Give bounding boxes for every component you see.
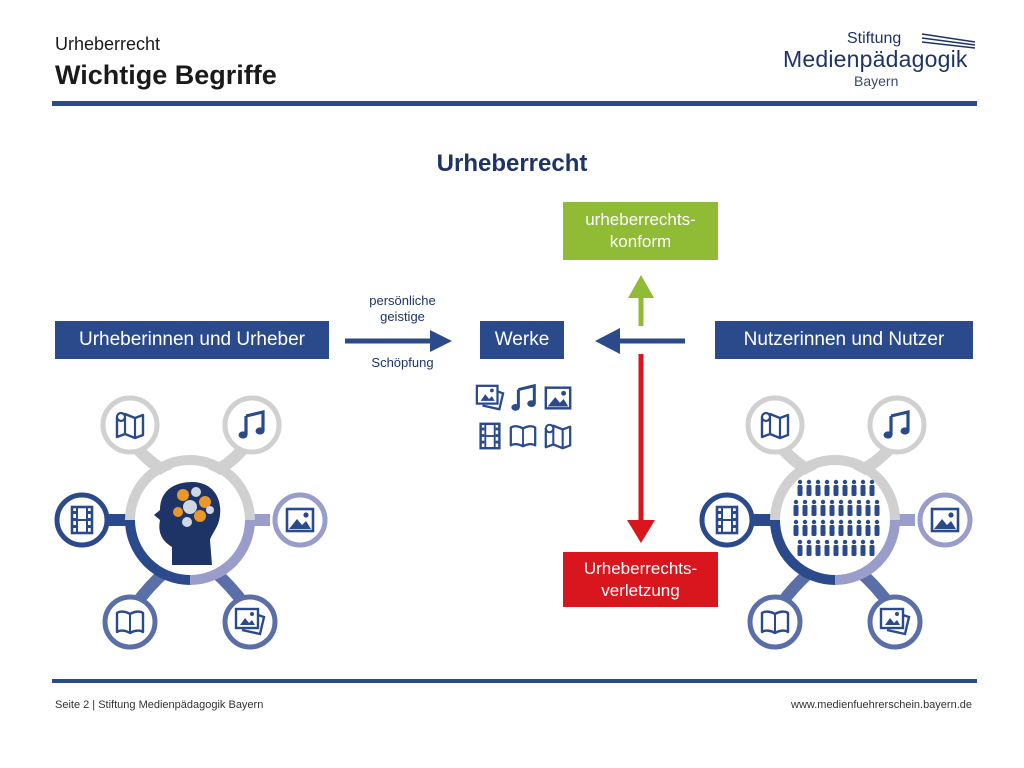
person-icon <box>838 519 844 536</box>
book-icon <box>509 425 537 448</box>
logo-line-1: Stiftung <box>847 30 902 47</box>
head-gears-icon <box>154 482 221 565</box>
logo-line-2: Medienpädagogik <box>783 46 968 72</box>
person-icon <box>851 539 857 556</box>
works-icons <box>475 384 572 450</box>
music-icon <box>509 384 538 413</box>
person-icon <box>811 519 817 536</box>
person-icon <box>793 499 799 516</box>
header-subtitle: Urheberrecht <box>55 34 161 54</box>
person-icon <box>847 519 853 536</box>
person-icon <box>860 479 866 496</box>
arrow-label-bottom: Schöpfung <box>371 355 434 370</box>
person-icon <box>824 479 830 496</box>
person-icon <box>833 479 839 496</box>
person-icon <box>865 499 871 516</box>
authors-box: Urheberinnen und Urheber <box>55 321 329 359</box>
person-icon <box>874 519 880 536</box>
person-icon <box>829 519 835 536</box>
person-icon <box>869 539 875 556</box>
person-icon <box>842 539 848 556</box>
person-icon <box>874 499 880 516</box>
person-icon <box>815 479 821 496</box>
header-rule <box>52 101 977 106</box>
footer-rule <box>52 679 977 683</box>
diagram-title: Urheberrecht <box>436 150 588 177</box>
creation-arrow <box>345 330 452 352</box>
person-icon <box>820 519 826 536</box>
person-icon <box>838 499 844 516</box>
person-icon <box>856 519 862 536</box>
usage-arrow <box>595 328 685 354</box>
person-icon <box>811 499 817 516</box>
person-icon <box>793 519 799 536</box>
works-label: Werke <box>494 329 550 350</box>
person-icon <box>806 479 812 496</box>
arrow-label-top: persönliche geistige <box>369 293 436 324</box>
users-label: Nutzerinnen und Nutzer <box>743 329 945 350</box>
image-icon <box>544 386 572 410</box>
users-cluster <box>699 395 973 650</box>
logo-stripes-icon <box>921 33 976 49</box>
person-icon <box>829 499 835 516</box>
person-icon <box>856 499 862 516</box>
person-icon <box>869 479 875 496</box>
violation-label: Urheberrechts- verletzung <box>583 558 698 600</box>
person-icon <box>860 539 866 556</box>
conform-arrow <box>628 275 654 326</box>
authors-label: Urheberinnen und Urheber <box>78 329 306 350</box>
person-icon <box>797 539 803 556</box>
person-icon <box>802 519 808 536</box>
person-icon <box>815 539 821 556</box>
footer-link[interactable]: www.medienfuehrerschein.bayern.de <box>791 699 972 711</box>
authors-cluster <box>54 395 328 650</box>
person-icon <box>820 499 826 516</box>
person-icon <box>865 519 871 536</box>
person-icon <box>824 539 830 556</box>
person-icon <box>806 539 812 556</box>
person-icon <box>842 479 848 496</box>
logo-line-3: Bayern <box>854 73 899 89</box>
pictures-icon <box>475 384 505 411</box>
logo: Stiftung Medienpädagogik Bayern <box>780 28 980 94</box>
works-box: Werke <box>480 321 564 359</box>
person-icon <box>833 539 839 556</box>
users-box: Nutzerinnen und Nutzer <box>715 321 973 359</box>
person-icon <box>797 479 803 496</box>
violation-box: Urheberrechts- verletzung <box>563 552 718 607</box>
footer-left: Seite 2 | Stiftung Medienpädagogik Bayer… <box>55 699 264 711</box>
person-icon <box>847 499 853 516</box>
conform-label: urheberrechts- konform <box>585 210 696 251</box>
person-icon <box>802 499 808 516</box>
crowd-icon <box>793 479 880 556</box>
map-icon <box>544 423 572 450</box>
person-icon <box>851 479 857 496</box>
conform-box: urheberrechts- konform <box>563 202 718 260</box>
violation-arrow <box>627 354 655 543</box>
film-icon <box>479 422 501 450</box>
page-title: Wichtige Begriffe <box>55 60 277 90</box>
